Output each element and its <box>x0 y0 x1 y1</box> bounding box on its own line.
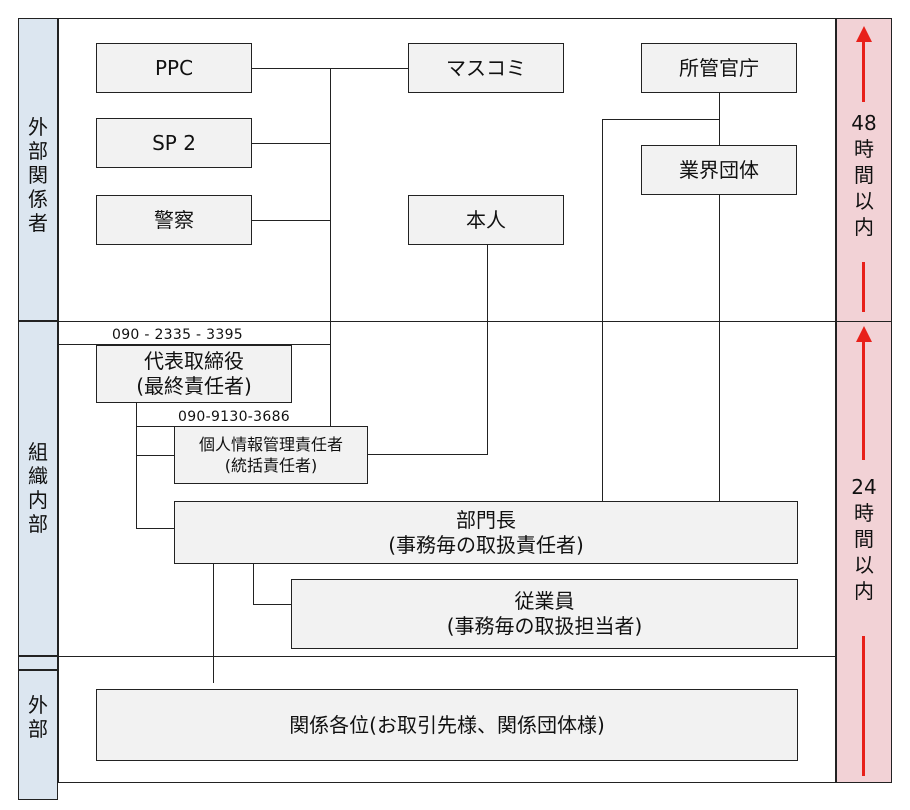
arrow-shaft <box>862 262 865 312</box>
connector <box>719 93 720 146</box>
section-label-char: 内 <box>28 488 48 512</box>
box-sublabel: (事務毎の取扱担当者) <box>446 614 643 638</box>
deadline-divider <box>836 321 892 322</box>
box-sublabel: (統括責任者) <box>224 456 318 475</box>
box-label: 本人 <box>466 207 506 232</box>
box-label: 関係各位(お取引先様、関係団体様) <box>289 712 605 737</box>
arrow-shaft <box>862 636 865 776</box>
box-label: 部門長 <box>455 507 516 532</box>
arrow-shaft <box>862 40 865 102</box>
section-label-char: 部 <box>28 717 48 741</box>
connector <box>213 563 214 683</box>
box-label: マスコミ <box>446 55 526 80</box>
row-divider <box>18 656 836 657</box>
connector <box>719 193 720 501</box>
section-label-char: 外 <box>28 693 48 717</box>
section-label-char: 者 <box>28 211 48 235</box>
deadline-text: 48 <box>851 111 877 135</box>
box-ppc: PPC <box>96 43 252 93</box>
deadline-text: 間 <box>854 527 874 551</box>
connector <box>136 528 174 529</box>
connector <box>252 220 330 221</box>
phone-ceo: 090 - 2335 - 3395 <box>112 327 243 343</box>
connector <box>602 119 603 501</box>
box-department-head: 部門長 (事務毎の取扱責任者) <box>174 501 798 564</box>
box-media: マスコミ <box>408 43 564 93</box>
section-label-char: 係 <box>28 187 48 211</box>
deadline-text: 内 <box>854 215 874 239</box>
arrow-up-icon <box>856 26 872 42</box>
box-sublabel: (事務毎の取扱責任者) <box>388 532 584 557</box>
box-label: 従業員 <box>514 589 575 613</box>
box-sp2: SP 2 <box>96 118 252 168</box>
phone-privacy-officer: 090-9130-3686 <box>178 409 290 425</box>
box-label: 警察 <box>154 207 194 232</box>
deadline-24h: 24 時 間 以 内 <box>836 474 892 614</box>
section-label-char: 外 <box>28 115 48 139</box>
arrow-up-icon <box>856 326 872 342</box>
box-label: 所管官庁 <box>679 55 759 80</box>
section-label-char: 関 <box>28 163 48 187</box>
section-label-char: 組 <box>28 440 48 464</box>
box-industry-group: 業界団体 <box>641 145 797 195</box>
box-person: 本人 <box>408 195 564 245</box>
section-internal: 組 織 内 部 <box>18 321 58 656</box>
connector <box>252 68 408 69</box>
section-external-parties: 外 部 関 係 者 <box>18 18 58 321</box>
section-external <box>18 656 58 670</box>
connector <box>602 119 719 120</box>
box-privacy-officer: 個人情報管理責任者 (統括責任者) <box>174 426 368 484</box>
connector <box>58 344 330 345</box>
deadline-text: 内 <box>854 579 874 603</box>
box-ministry: 所管官庁 <box>641 43 797 93</box>
connector <box>253 563 254 605</box>
row-divider <box>18 321 836 322</box>
deadline-text: 時 <box>854 137 874 161</box>
deadline-text: 以 <box>854 189 874 213</box>
section-label-char: 部 <box>28 139 48 163</box>
deadline-text: 24 <box>851 475 877 499</box>
box-police: 警察 <box>96 195 252 245</box>
box-label: PPC <box>154 55 194 80</box>
section-external-label: 外 部 <box>18 670 58 800</box>
connector <box>487 243 488 455</box>
deadline-text: 間 <box>854 163 874 187</box>
box-label: 業界団体 <box>679 157 759 182</box>
connector <box>330 68 331 426</box>
box-ceo: 代表取締役 (最終責任者) <box>96 345 292 403</box>
box-sublabel: (最終責任者) <box>136 374 252 398</box>
connector <box>253 604 291 605</box>
box-employees: 従業員 (事務毎の取扱担当者) <box>291 579 798 649</box>
box-label: SP 2 <box>152 130 196 155</box>
deadline-text: 以 <box>854 553 874 577</box>
connector <box>136 455 174 456</box>
arrow-shaft <box>862 340 865 460</box>
connector <box>368 454 487 455</box>
connector <box>252 143 330 144</box>
deadline-48h: 48 時 間 以 内 <box>836 110 892 250</box>
connector <box>136 403 137 529</box>
section-label-char: 織 <box>28 464 48 488</box>
box-label: 個人情報管理責任者 <box>198 435 343 454</box>
box-label: 代表取締役 <box>143 349 244 373</box>
box-partners: 関係各位(お取引先様、関係団体様) <box>96 689 798 761</box>
deadline-text: 時 <box>854 501 874 525</box>
section-label-char: 部 <box>28 512 48 536</box>
